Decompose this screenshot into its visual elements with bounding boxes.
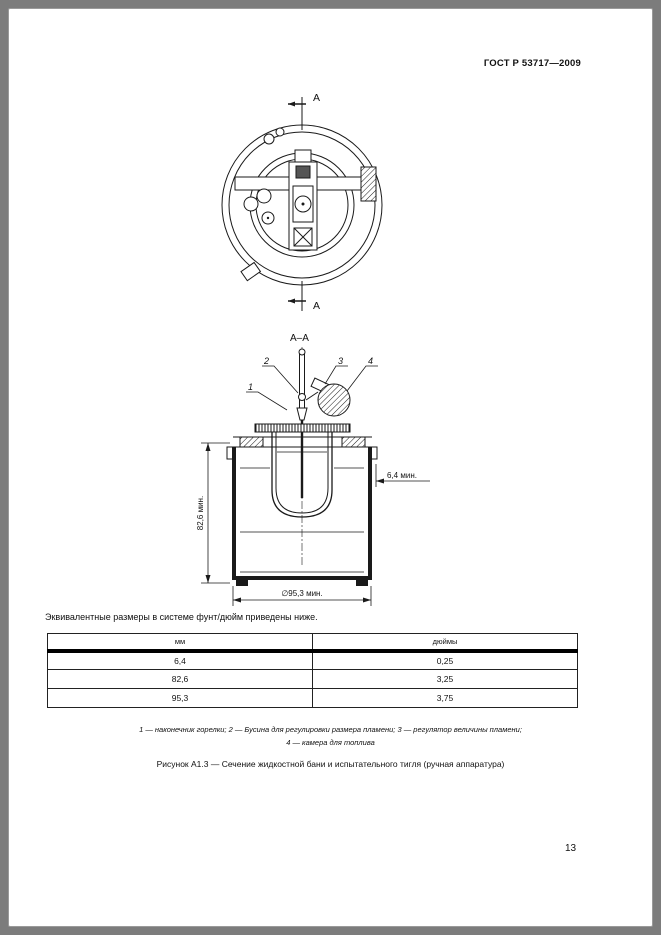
figure-caption: Рисунок А1.3 — Сечение жидкостной бани и… (156, 759, 505, 769)
section-view-label: А–А (290, 333, 309, 344)
callout-3: 3 (338, 356, 343, 366)
fuel-chamber (317, 383, 351, 417)
crucible-collar (254, 423, 351, 433)
dimension-lines (201, 442, 430, 606)
callout-2: 2 (263, 356, 269, 366)
table-header-mm: мм (47, 633, 313, 653)
burner-tip (296, 407, 308, 421)
table-cell-inches: 3,25 (312, 669, 578, 689)
dimension-flange-label: 6,4 мин. (387, 471, 417, 480)
table-cell-inches: 3,75 (312, 688, 578, 708)
table-row: 95,3 3,75 (47, 688, 578, 708)
figure-legend: 1 — наконечник горелки; 2 — Бусина для р… (60, 723, 601, 749)
equivalent-dimensions-table: мм дюймы 6,4 0,25 82,6 3,25 95,3 3,75 (47, 633, 578, 708)
section-letter-top: А (313, 92, 320, 104)
legend-line-2: 4 — камера для топлива (286, 738, 375, 747)
document-standard-number: ГОСТ Р 53717—2009 (483, 58, 581, 69)
liquid-bath (232, 447, 372, 580)
flame-bead (298, 393, 306, 401)
callout-4: 4 (368, 356, 373, 366)
intro-text: Эквивалентные размеры в системе фунт/дюй… (45, 612, 318, 622)
table-row: 82,6 3,25 (47, 669, 578, 689)
legend-line-1: 1 — наконечник горелки; 2 — Бусина для р… (139, 725, 522, 734)
table-header-inches: дюймы (312, 633, 578, 653)
section-letter-bottom: А (313, 300, 320, 312)
dimension-diameter-label: ∅95,3 мин. (281, 589, 322, 598)
callout-leaders (246, 365, 378, 411)
top-view (221, 97, 383, 311)
callout-1: 1 (248, 382, 253, 392)
dimension-height-label: 82,6 мин. (196, 496, 205, 530)
table-cell-mm: 95,3 (47, 688, 313, 708)
section-view (226, 347, 378, 586)
table-row: 6,4 0,25 (47, 650, 578, 670)
table-cell-mm: 6,4 (47, 650, 313, 670)
page-number: 13 (565, 843, 577, 854)
table-cell-inches: 0,25 (312, 650, 578, 670)
table-header-row: мм дюймы (47, 633, 578, 653)
test-crucible (271, 432, 333, 518)
table-cell-mm: 82,6 (47, 669, 313, 689)
